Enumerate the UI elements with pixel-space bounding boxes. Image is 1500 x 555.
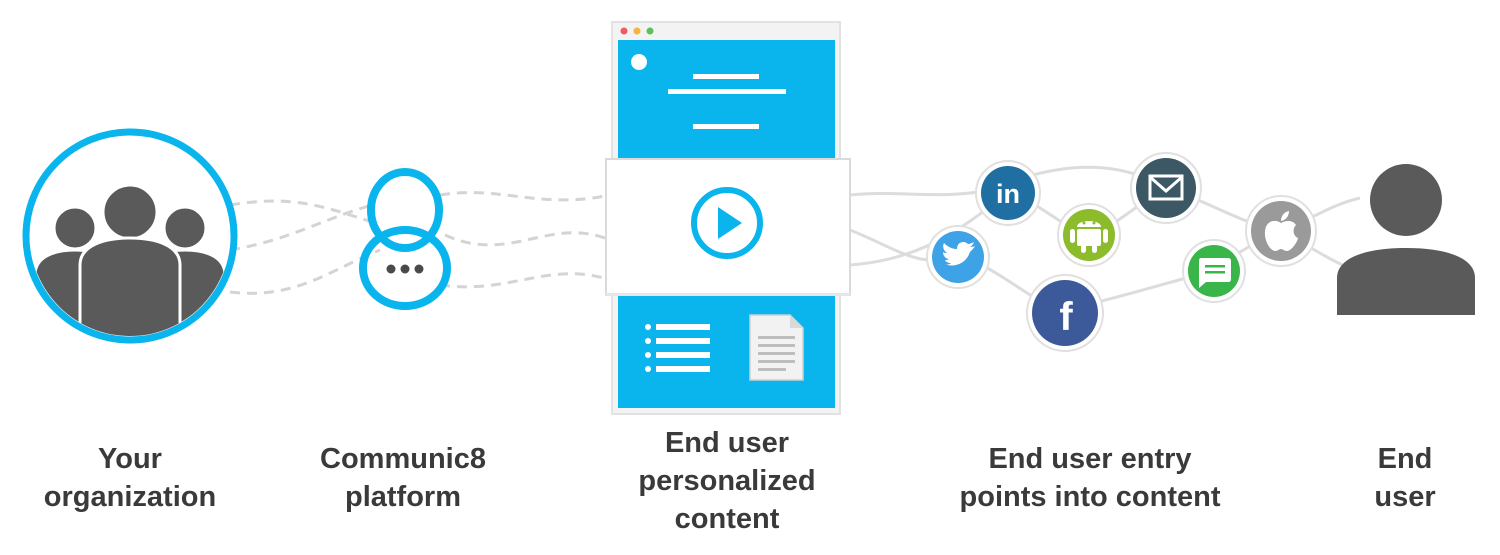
- end-user-avatar-icon: [1337, 164, 1475, 315]
- video-card: [605, 158, 851, 296]
- label-line: Your: [98, 443, 162, 475]
- linkedin-glyph: in: [996, 179, 1020, 209]
- sms-icon: [1182, 239, 1246, 303]
- label-line: points into content: [959, 481, 1221, 513]
- apple-icon: [1245, 195, 1317, 267]
- label-entry-points: End user entry points into content: [930, 440, 1250, 516]
- label-line: End user entry: [988, 443, 1192, 475]
- play-icon[interactable]: [691, 187, 763, 259]
- communic8-logo: [359, 168, 451, 310]
- label-line: content: [674, 503, 780, 535]
- label-line: End user: [664, 427, 790, 459]
- label-line: End: [1377, 443, 1433, 475]
- facebook-glyph: f: [1059, 295, 1073, 339]
- twitter-icon: [926, 225, 990, 289]
- label-your-organization: Your organization: [10, 440, 250, 516]
- list-icon: [645, 324, 710, 372]
- organization-group-icon: [22, 128, 238, 344]
- android-icon: [1057, 203, 1121, 267]
- document-icon: [749, 314, 804, 381]
- entry-points: in f: [926, 152, 1317, 352]
- linkedin-icon: in: [975, 160, 1041, 226]
- email-icon: [1130, 152, 1202, 224]
- label-line: organization: [43, 481, 217, 513]
- label-line: Communic8: [320, 443, 486, 475]
- label-line: user: [1374, 481, 1436, 513]
- label-end-user: End user: [1330, 440, 1480, 516]
- facebook-icon: f: [1026, 274, 1104, 352]
- label-personalized-content: End user personalized content: [607, 424, 847, 538]
- label-line: personalized: [638, 465, 816, 497]
- label-communic8-platform: Communic8 platform: [283, 440, 523, 516]
- label-line: platform: [345, 481, 461, 513]
